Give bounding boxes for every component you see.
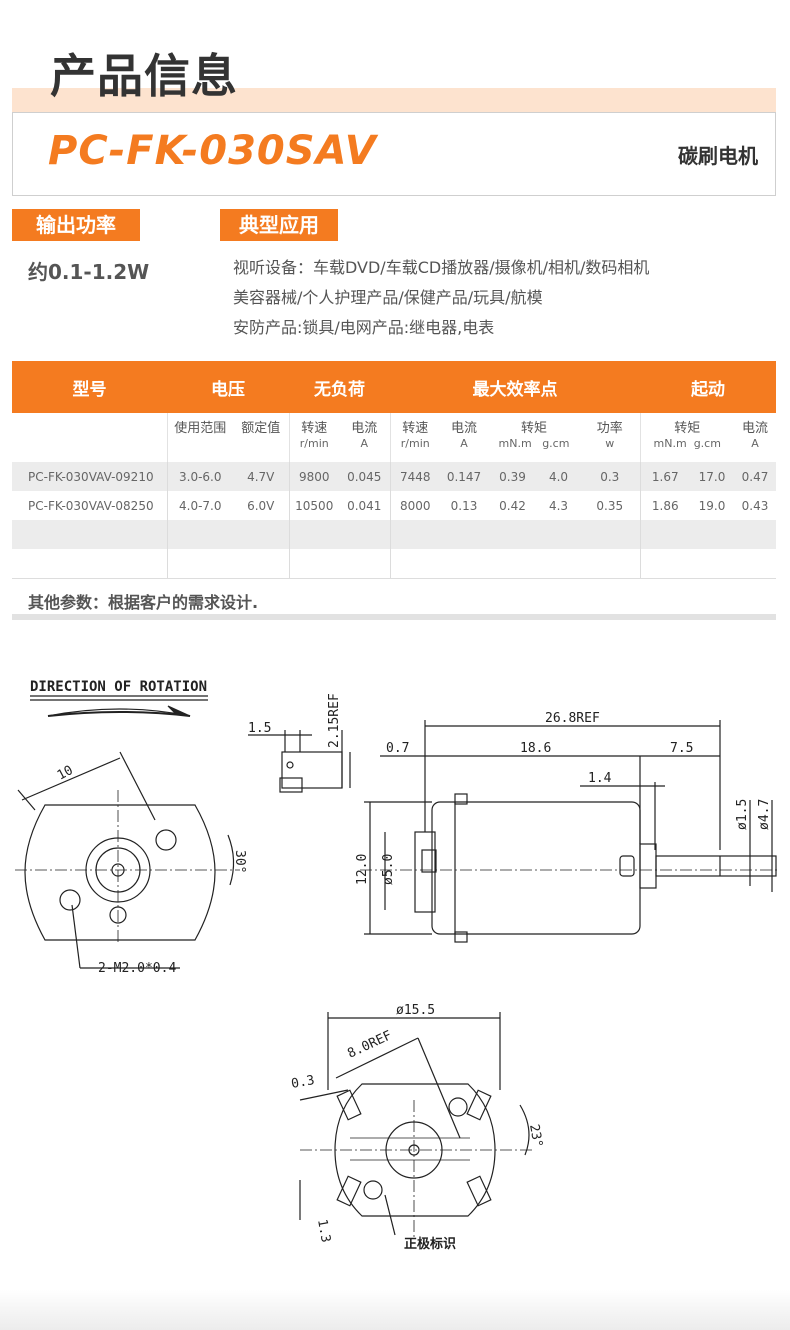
output-power-tag: 输出功率 [12,209,140,241]
dim-8-0ref: 8.0REF [345,1028,394,1062]
group-max-efficiency: 最大效率点 [390,361,640,413]
cell-voltage-range: 3.0-6.0 [167,462,233,491]
page-title: 产品信息 [50,49,238,103]
rotation-direction [30,695,208,717]
cell-nl-speed: 9800 [289,462,339,491]
other-params-text: 其他参数：根据客户的需求设计. [28,593,259,612]
dim-phi1-5: ø1.5 [735,799,750,830]
cell-me-torque-mnm: 0.39 [488,462,537,491]
cell-me-power: 0.3 [580,462,641,491]
table-row-empty [12,520,777,549]
dim-0-3: 0.3 [290,1073,316,1092]
applications-tag: 典型应用 [220,209,338,241]
application-line: 美容器械/个人护理产品/保健产品/玩具/航模 [233,288,543,307]
cell-nl-current: 0.041 [339,491,391,520]
model-box [12,112,776,196]
front-view [15,751,240,969]
side-view [360,720,780,943]
table-row: PC-FK-030VAV-09210 3.0-6.0 4.7V 9800 0.0… [12,462,777,491]
application-line: 安防产品:锁具/电网产品:继电器,电表 [233,318,495,337]
table-row-empty [12,549,776,578]
sub-voltage-range: 使用范围 [174,421,227,436]
table-group-header: 型号 电压 无负荷 最大效率点 起动 [12,361,777,413]
cell-st-current: 0.43 [741,498,769,513]
group-model: 型号 [12,361,167,413]
table-row: PC-FK-030VAV-08250 4.0-7.0 6.0V 10500 0.… [12,491,776,520]
output-power-value: 约0.1-1.2W [28,260,150,284]
cell-nl-speed: 10500 [295,498,334,513]
header-band [12,88,776,112]
cell-me-speed: 7448 [390,462,440,491]
dim-10: 10 [55,763,76,784]
rotation-label: DIRECTION OF ROTATION [30,679,207,695]
cell-voltage-range: 4.0-7.0 [179,498,222,513]
cell-me-torque-gcm: 4.3 [548,498,569,513]
brush-detail [248,730,351,793]
cell-model: PC-FK-030VAV-09210 [12,462,168,491]
model-name: PC-FK-030SAV [48,128,377,174]
dim-7-5: 7.5 [670,741,693,756]
dim-phi4-7: ø4.7 [757,799,772,830]
cell-me-torque-mnm: 0.42 [499,498,526,513]
dim-12-0: 12.0 [355,854,370,885]
cell-me-speed: 8000 [399,498,431,513]
dim-phi15-5: ø15.5 [396,1003,435,1018]
cell-me-power: 0.35 [580,491,641,520]
cell-st-torque-mnm: 1.86 [651,498,679,513]
group-start: 起动 [640,361,777,413]
dim-30deg: 30° [232,850,247,873]
rear-view [299,1012,535,1240]
cell-st-torque-gcm: 17.0 [690,462,734,491]
polarity-mark: 正极标识 [404,1236,456,1252]
cell-st-torque-gcm: 19.0 [698,498,726,513]
dim-phi5-0: ø5.0 [381,854,396,885]
group-voltage: 电压 [167,361,289,413]
cell-model: PC-FK-030VAV-08250 [12,491,168,520]
sub-model-empty [12,413,168,462]
applications-list: 视听设备：车载DVD/车载CD播放器/摄像机/相机/数码相机 美容器械/个人护理… [233,256,649,346]
cell-nl-current: 0.045 [339,462,391,491]
dim-1-5: 1.5 [248,721,271,736]
technical-drawing: DIRECTION OF ROTATION 10 30° 2-M2.0*0.4 … [15,679,780,1252]
cell-voltage-rated: 4.7V [233,462,290,491]
sub-voltage-rated: 额定值 [233,413,290,462]
dim-18-6: 18.6 [520,741,551,756]
dim-1-3: 1.3 [314,1218,333,1244]
dim-2-15ref: 2.15REF [327,693,342,748]
cell-me-torque-gcm: 4.0 [537,462,580,491]
dim-23deg: 23° [526,1123,545,1149]
footer-band [0,1290,790,1330]
dim-0-7: 0.7 [386,741,409,756]
other-params: 其他参数：根据客户的需求设计. [12,578,776,620]
cell-me-current: 0.147 [440,462,488,491]
group-no-load: 无负荷 [289,361,390,413]
cell-st-torque-mnm: 1.67 [640,462,690,491]
cell-st-current: 0.47 [734,462,777,491]
cell-voltage-rated: 6.0V [233,491,290,520]
dim-26-8ref: 26.8REF [545,711,600,726]
dim-1-4: 1.4 [588,771,612,786]
hole-spec: 2-M2.0*0.4 [98,961,176,976]
application-line: 视听设备：车载DVD/车载CD播放器/摄像机/相机/数码相机 [233,258,650,277]
motor-type: 碳刷电机 [678,144,758,168]
cell-me-current: 0.13 [450,498,478,513]
